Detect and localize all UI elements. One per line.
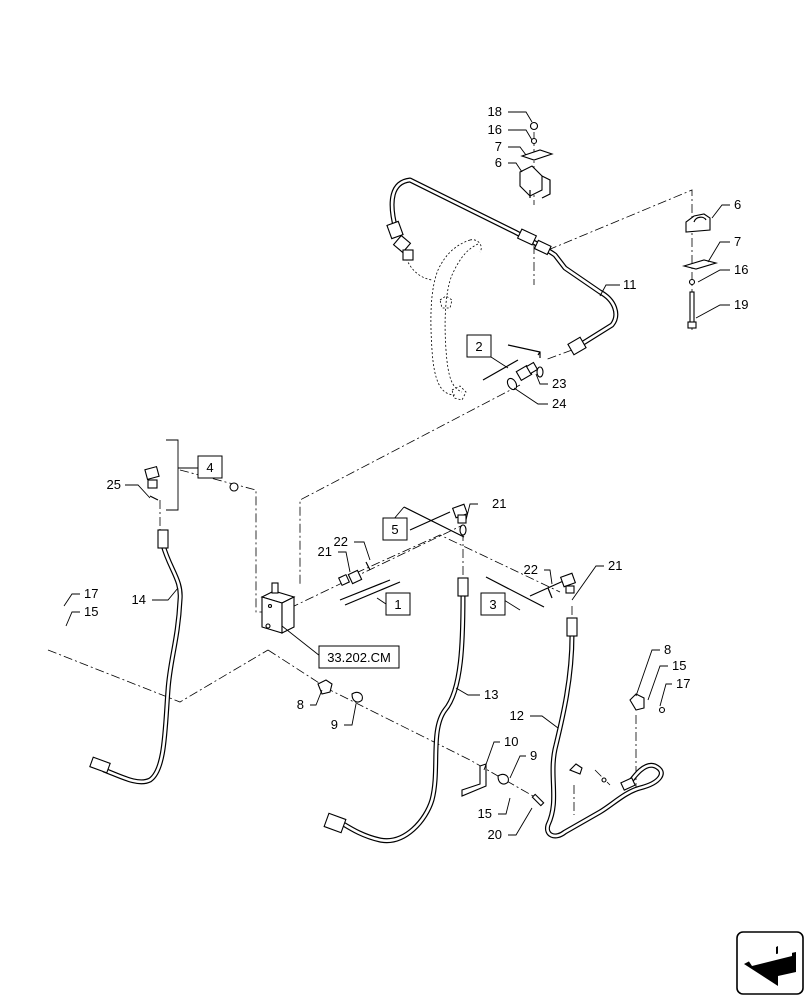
callout-8-left: 8	[297, 697, 304, 712]
fittings-box-5	[403, 503, 469, 538]
upper-clamp-stack	[519, 121, 554, 199]
box-label-2-text: 2	[475, 339, 482, 354]
callout-18: 18	[488, 104, 502, 119]
valve-block	[260, 582, 296, 634]
callout-16-right: 16	[734, 262, 748, 277]
callout-9-left: 9	[331, 717, 338, 732]
center-lines	[47, 132, 693, 815]
callout-21-a: 21	[492, 496, 506, 511]
callout-13: 13	[484, 687, 498, 702]
box-label-3: 3	[480, 592, 506, 616]
callout-6-right: 6	[734, 197, 741, 212]
box-label-1-text: 1	[394, 597, 401, 612]
box-label-1: 1	[385, 592, 411, 616]
callout-7-top: 7	[495, 139, 502, 154]
callout-11: 11	[623, 277, 637, 292]
callout-21-c: 21	[608, 558, 622, 573]
fittings-box-4	[144, 465, 239, 501]
box-label-2: 2	[466, 334, 492, 358]
callout-19: 19	[734, 297, 748, 312]
callout-22-b: 22	[524, 562, 538, 577]
callout-21-b: 21	[318, 544, 332, 559]
hose-12	[544, 617, 664, 839]
arrow-navigation-icon[interactable]	[736, 931, 804, 995]
callout-8-right: 8	[664, 642, 671, 657]
callout-23: 23	[552, 376, 566, 391]
lower-clamps	[317, 679, 666, 807]
callout-6-top: 6	[495, 155, 502, 170]
box-label-3-text: 3	[489, 597, 496, 612]
callout-20: 20	[488, 827, 502, 842]
callout-15-right: 15	[478, 806, 492, 821]
callout-12: 12	[510, 708, 524, 723]
leader-lines	[63, 111, 730, 836]
ghost-hose	[404, 239, 482, 401]
hose-11	[386, 177, 619, 356]
callout-7-right: 7	[734, 234, 741, 249]
right-clamp-stack	[681, 213, 719, 329]
callout-17-right: 17	[676, 676, 690, 691]
callout-22-a: 22	[334, 534, 348, 549]
box-label-4-text: 4	[206, 460, 213, 475]
fittings-23-24	[482, 344, 544, 391]
hose-14	[89, 529, 183, 785]
hose-13	[323, 577, 469, 844]
valve-fittings	[337, 561, 401, 606]
bracket-4	[166, 439, 198, 511]
box-brackets	[376, 356, 521, 611]
callout-15-far: 15	[672, 658, 686, 673]
callout-15-left: 15	[84, 604, 98, 619]
callout-17-left: 17	[84, 586, 98, 601]
reference-box[interactable]: 33.202.CM	[318, 645, 400, 669]
callout-10: 10	[504, 734, 518, 749]
fittings-box-3	[485, 572, 577, 608]
callout-9-right: 9	[530, 748, 537, 763]
callout-numbers: 18 16 7 6 6 7 16 19 11 23 24 25 21 21 22…	[84, 104, 748, 842]
box-label-5: 5	[382, 517, 408, 541]
box-label-5-text: 5	[391, 522, 398, 537]
callout-24: 24	[552, 396, 566, 411]
reference-label: 33.202.CM	[327, 650, 391, 665]
box-label-4: 4	[197, 455, 223, 479]
callout-25: 25	[107, 477, 121, 492]
callout-16-top: 16	[488, 122, 502, 137]
callout-14: 14	[132, 592, 146, 607]
